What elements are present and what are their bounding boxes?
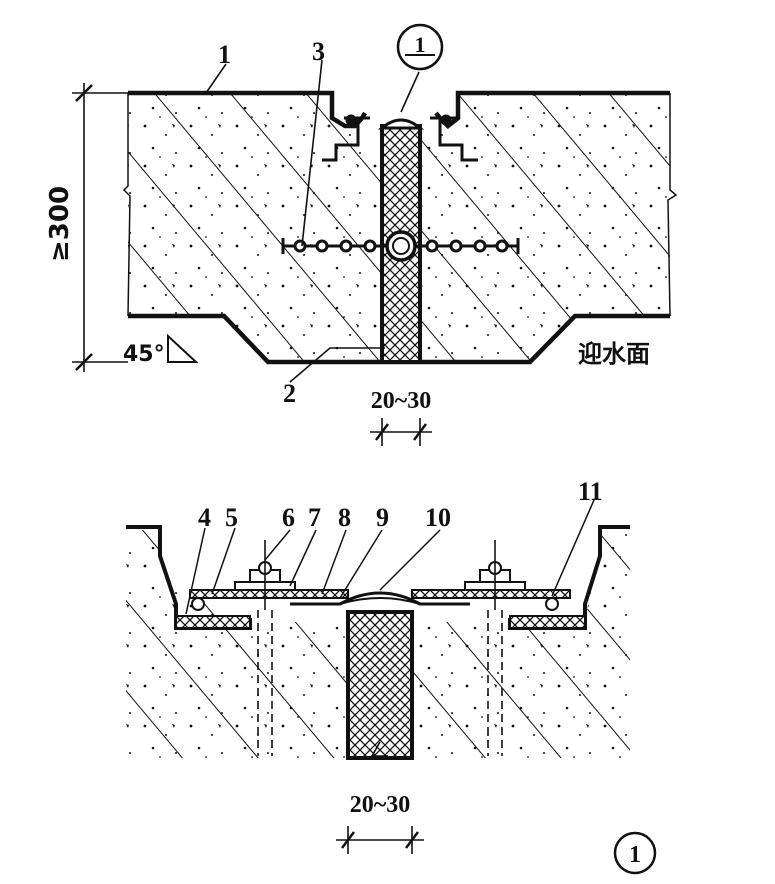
bottom-section-detail: 4 5 6 7 8 9 10 11 20~30 bbox=[126, 477, 630, 854]
svg-text:1: 1 bbox=[415, 32, 426, 57]
top-joint-width-dimension bbox=[370, 418, 432, 446]
water-face-label: 迎水面 bbox=[578, 340, 650, 368]
bottom-left-embedded-plate bbox=[175, 615, 251, 629]
callout-10: 10 bbox=[425, 503, 451, 532]
top-right-anchor-plate bbox=[430, 114, 478, 162]
bottom-joint-filler bbox=[346, 610, 414, 760]
callout-1: 1 bbox=[218, 40, 231, 69]
callout-11: 11 bbox=[578, 477, 603, 506]
top-section-detail: 1 3 2 1 ≥300 45° 迎水面 bbox=[45, 23, 678, 446]
bottom-anchor-bolts bbox=[257, 610, 503, 756]
callout-8: 8 bbox=[338, 503, 351, 532]
bottom-right-embedded-plate bbox=[509, 615, 586, 629]
bottom-joint-width-dimension bbox=[336, 826, 424, 854]
svg-text:1: 1 bbox=[629, 842, 641, 868]
callout-9: 9 bbox=[376, 503, 389, 532]
detail-marker: 1 bbox=[613, 831, 657, 875]
top-sealant-cap bbox=[377, 118, 425, 130]
angle-mark: 45° bbox=[123, 333, 199, 367]
bottom-joint-width-label: 20~30 bbox=[350, 792, 410, 818]
height-dim-label: ≥300 bbox=[45, 186, 75, 262]
callout-5: 5 bbox=[225, 503, 238, 532]
height-dimension bbox=[72, 83, 128, 372]
top-left-anchor-plate bbox=[322, 114, 370, 162]
callout-3: 3 bbox=[312, 37, 325, 66]
section-marker-top: 1 bbox=[396, 23, 444, 71]
svg-text:45°: 45° bbox=[123, 342, 165, 367]
top-joint-width-label: 20~30 bbox=[371, 388, 431, 414]
callout-2: 2 bbox=[283, 379, 296, 408]
callout-7: 7 bbox=[308, 503, 321, 532]
callout-4: 4 bbox=[198, 503, 211, 532]
callout-6: 6 bbox=[282, 503, 295, 532]
top-waterstop bbox=[281, 230, 520, 262]
